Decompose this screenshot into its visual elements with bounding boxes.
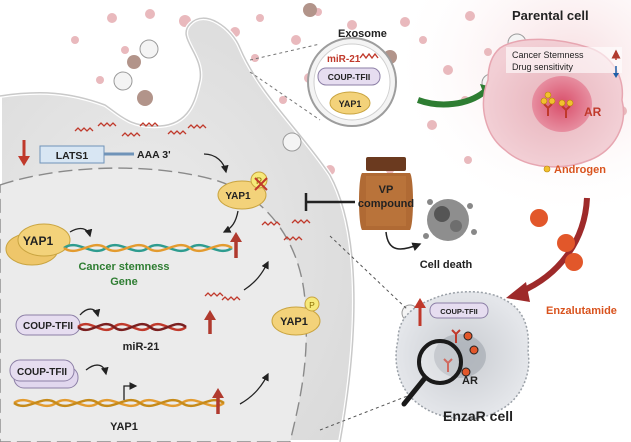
polya-label: AAA 3' — [137, 149, 171, 161]
exosome-couptf-label: COUP-TFII — [328, 72, 371, 82]
exosome: Exosome miR-21 COUP-TFII YAP1 — [307, 28, 397, 127]
stemness-dna-helix — [63, 243, 233, 253]
parental-title: Parental cell — [512, 8, 589, 23]
couptf-promoter-label: COUP-TFII — [17, 367, 67, 378]
couptf-nuclear-label: COUP-TFII — [23, 321, 73, 332]
enzar-title: EnzaR cell — [443, 408, 513, 424]
enzar-ar-icons — [443, 329, 461, 372]
androgen-legend-dot — [543, 165, 551, 173]
couptf-promoter-pill — [9, 359, 75, 382]
vp-compound-bottle — [359, 157, 413, 230]
yap1-phospho-blob — [217, 180, 267, 210]
enzalutamide-arrowhead — [506, 282, 530, 302]
mir21-dna-helix — [77, 322, 187, 332]
yap1-nuclear-label: YAP1 — [23, 234, 54, 248]
mirna-squiggles-cyto — [74, 122, 207, 137]
yap1-dna-helix — [13, 398, 225, 408]
tss-arrow — [123, 382, 138, 400]
dying-cell — [423, 199, 477, 241]
magnifier-icon — [417, 339, 463, 385]
yap1-translation-arrow — [239, 372, 269, 405]
exosome-yap1-blob — [329, 91, 371, 115]
vp-label-line2: compound — [358, 198, 414, 210]
enzalutamide-pills — [530, 209, 583, 271]
parental-ar-label: AR — [584, 105, 602, 119]
stemness-gene-line1: Cancer stemness — [78, 261, 169, 273]
exosome-mirna-label: miR-21 — [327, 54, 361, 65]
enzar-couptf-label: COUP-TFII — [440, 307, 478, 316]
stemness-gene-line2: Gene — [110, 276, 138, 288]
enzar-callout-lines — [319, 235, 411, 431]
yap1-gene-label: YAP1 — [110, 421, 138, 433]
exosome-title: Exosome — [338, 28, 387, 40]
enzalutamide-label: Enzalutamide — [546, 305, 617, 317]
parental-stemness: Cancer Stemness — [512, 50, 584, 60]
enzar-ar-label: AR — [462, 375, 478, 387]
mir21-export-arrow — [243, 260, 269, 291]
yap1-phospho-label: YAP1 — [225, 191, 251, 202]
parental-ar-icons — [543, 103, 571, 118]
lats1-to-yap1-arrow — [203, 153, 229, 174]
phospho-badge-2 — [304, 296, 320, 312]
phospho-cross-icon — [254, 177, 268, 191]
exosome-callout-lines — [249, 43, 321, 121]
mir21-gene-label: miR-21 — [123, 341, 160, 353]
uptake-arrow — [416, 89, 486, 108]
yap1-free-blob — [271, 306, 321, 336]
lats1-label: LATS1 — [56, 150, 89, 162]
phospho-badge-2-label: P — [309, 300, 315, 310]
parental-label-bg — [506, 47, 622, 73]
enzar-couptf-pill — [429, 302, 489, 319]
yap1-nuclear-blob — [17, 223, 71, 257]
cell-death-arrow — [385, 231, 422, 251]
parental-drug-sensitivity: Drug sensitivity — [512, 62, 574, 72]
yap1-free-label: YAP1 — [280, 316, 308, 328]
yap1-to-gene-arrow — [69, 227, 93, 238]
cell-death-label: Cell death — [420, 259, 473, 271]
couptf-to-yap1-arrow — [85, 364, 109, 376]
phospho-badge — [250, 171, 268, 189]
androgen-dots — [540, 91, 574, 107]
exosome-mirna-icon — [359, 52, 379, 60]
mirna-squiggles-nuc — [204, 219, 311, 301]
vp-label-line1: VP — [379, 184, 394, 196]
androgen-label: Androgen — [554, 164, 606, 176]
enzar-cell: COUP-TFII AR EnzaR cell — [395, 291, 530, 424]
enzalutamide-blocks — [461, 331, 479, 377]
yap1-into-nucleus-arrow — [222, 210, 239, 233]
enzalutamide-arrow — [518, 197, 590, 295]
couptf-to-mir21-arrow — [79, 308, 101, 318]
parental-cell: Parental cell Cancer Stemness Drug sensi… — [482, 8, 625, 176]
exosome-couptf-pill — [317, 67, 381, 86]
exosome-yap1-label: YAP1 — [339, 99, 362, 109]
